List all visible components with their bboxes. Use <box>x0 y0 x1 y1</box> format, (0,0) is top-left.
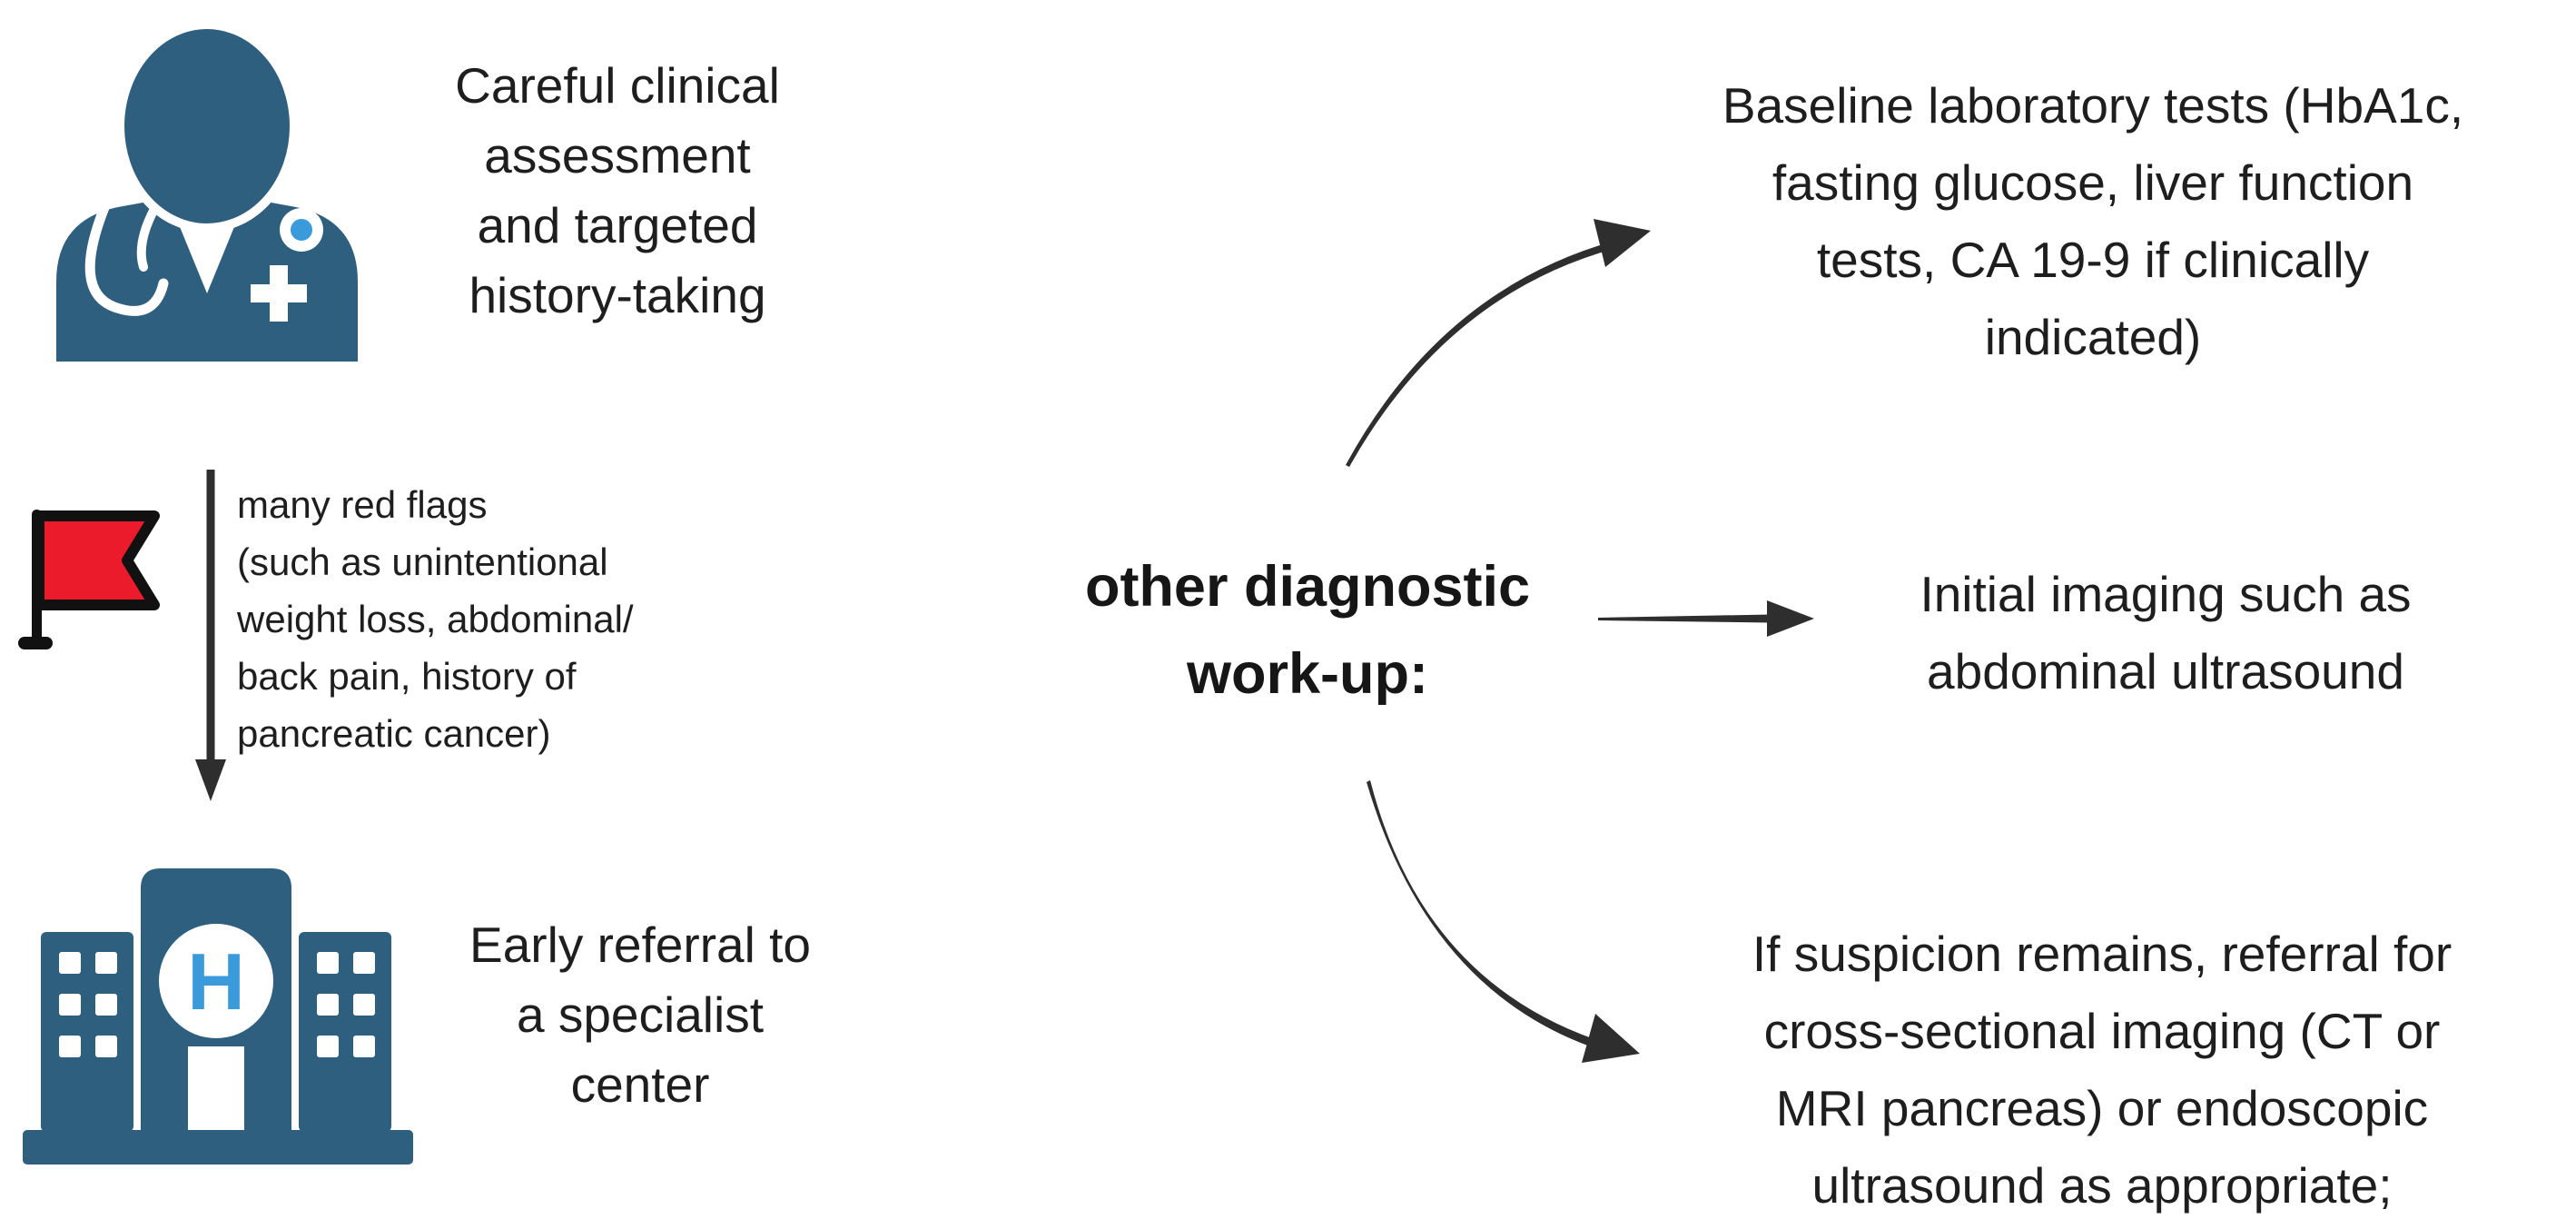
text-line: fasting glucose, liver function <box>1772 154 2414 211</box>
text-line: cross-sectional imaging (CT or <box>1763 1003 2441 1059</box>
text-line: history-taking <box>469 267 766 323</box>
text-line: (such as unintentional <box>237 540 608 583</box>
down-arrow-icon <box>195 470 226 801</box>
referral-label: Early referral to a specialist center <box>400 910 881 1120</box>
straight-arrow-icon <box>1598 600 1814 637</box>
stethoscope-hook <box>279 161 295 204</box>
text-line: many red flags <box>237 483 488 526</box>
workup-hub-label: other diagnostic work-up: <box>1017 543 1598 718</box>
red-flags-label: many red flags (such as unintentional we… <box>237 476 827 762</box>
stethoscope-chestpiece-dot <box>291 219 312 241</box>
stethoscope-tube <box>84 200 169 316</box>
text-line: Early referral to <box>469 917 811 973</box>
text-line: and targeted <box>477 197 758 253</box>
text-line: a specialist <box>516 986 765 1043</box>
doctor-icon <box>56 22 358 362</box>
text-line: weight loss, abdominal/ <box>237 598 634 640</box>
hospital-icon: H <box>23 868 413 1165</box>
initial-imaging-label: Initial imaging such as abdominal ultras… <box>1834 556 2497 710</box>
text-line: pancreatic cancer) <box>237 712 551 755</box>
cross-sectional-imaging-label: If suspicion remains, referral for cross… <box>1634 916 2570 1224</box>
text-line: tests, CA 19-9 if clinically <box>1816 232 2370 288</box>
text-line: Baseline laboratory tests (HbA1c, <box>1722 77 2464 134</box>
curved-arrow-down-icon <box>1367 780 1640 1063</box>
stethoscope-tube-inner <box>136 204 159 272</box>
text-line: If suspicion remains, referral for <box>1752 926 2453 982</box>
text-line: MRI pancreas) or endoscopic <box>1775 1080 2429 1136</box>
text-line: assessment <box>484 127 751 183</box>
hospital-letter: H <box>187 937 245 1026</box>
lab-tests-label: Baseline laboratory tests (HbA1c, fastin… <box>1648 67 2538 376</box>
text-line: back pain, history of <box>237 655 577 698</box>
hospital-windows <box>59 952 375 1057</box>
text-line: Careful clinical <box>455 57 780 114</box>
assessment-label: Careful clinical assessment and targeted… <box>377 51 858 331</box>
text-line: ultrasound as appropriate; <box>1811 1157 2393 1214</box>
text-line: indicated) <box>1984 309 2202 365</box>
text-line: center <box>570 1056 710 1113</box>
curved-arrow-up-icon <box>1346 219 1651 467</box>
red-flag-icon <box>18 510 160 649</box>
medical-cross-icon <box>251 265 307 322</box>
text-line: abdominal ultrasound <box>1927 643 2404 699</box>
text-line: work-up: <box>1187 642 1428 706</box>
text-line: other diagnostic <box>1084 555 1531 619</box>
text-line: Initial imaging such as <box>1920 566 2412 622</box>
hospital-door <box>188 1046 244 1130</box>
